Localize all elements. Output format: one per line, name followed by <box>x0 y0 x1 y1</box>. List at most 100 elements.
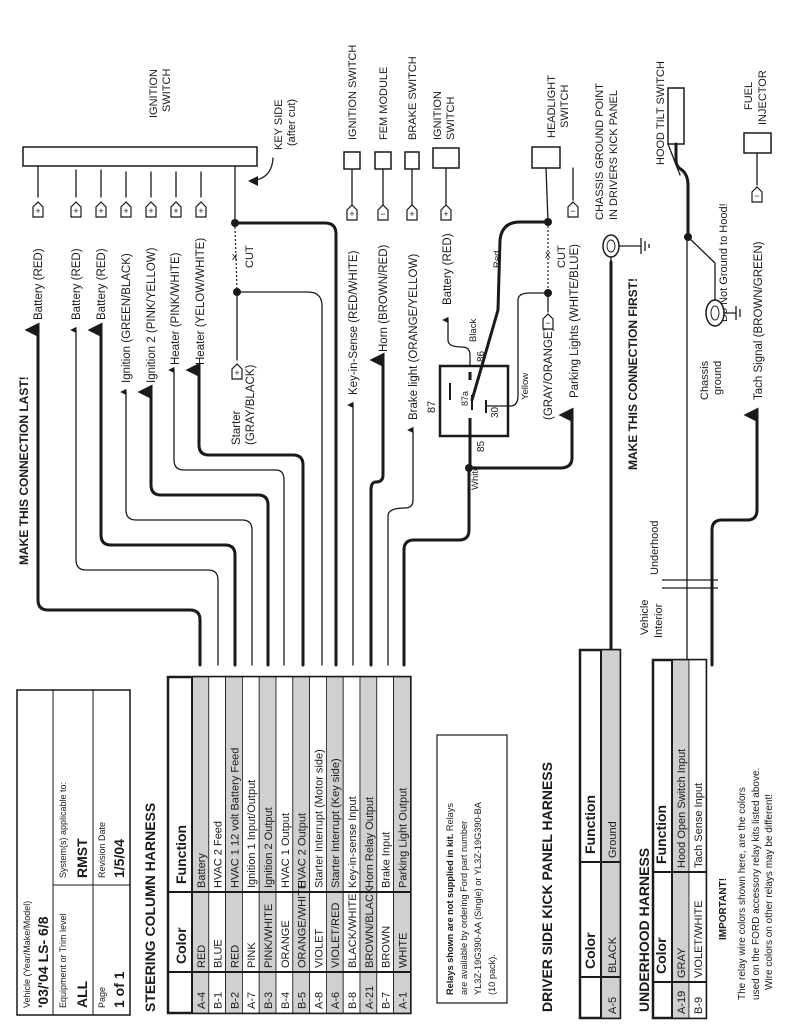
relay-wires <box>442 220 574 470</box>
cell-pin: A-5 <box>607 997 619 1014</box>
svg-text:+: + <box>123 206 128 216</box>
plus-connector-icon: + <box>346 204 358 221</box>
relay-note-line-4: (10 pack). <box>487 954 497 995</box>
cell-color: BLUE <box>213 939 225 968</box>
chassis-ground-point-label-1: CHASSIS GROUND POINT <box>594 83 606 220</box>
svg-text:+: + <box>198 206 203 216</box>
gray-orange-label: (GRAY/ORANGE) <box>543 327 555 420</box>
cut-mark-2: x <box>545 249 551 261</box>
cell-pin: A-6 <box>330 992 342 1009</box>
svg-text:+: + <box>409 209 414 219</box>
cell-function: Brake Input <box>381 832 393 888</box>
important-line-3: Wire colors on other relays may be diffe… <box>764 794 775 990</box>
do-not-ground-label: Do Not Ground to Hood! <box>718 203 730 322</box>
cell-color: ORANGE <box>280 920 292 968</box>
table-row: A-19 GRAY Hood Open Switch Input <box>671 659 690 1019</box>
cell-function: Ignition 1 Input/Output <box>246 780 258 888</box>
hood-tilt-switch-label: HOOD TILT SWITCH <box>655 61 667 165</box>
fuel-injector-box <box>743 132 772 154</box>
minus-connector-icon: − <box>377 204 389 221</box>
relay-wire-white: White <box>470 466 481 490</box>
relay-note-line-1: Relays shown are not supplied in kit. Re… <box>445 803 455 995</box>
cell-function: Parking Light Output <box>397 788 409 888</box>
systems-label: System(s) applicable to: <box>58 782 68 878</box>
cell-function: HVAC 2 Output <box>297 813 309 888</box>
steering-harness-title: STEERING COLUMN HARNESS <box>142 803 158 1012</box>
table-header-color: Color <box>173 927 189 964</box>
cell-pin: B-5 <box>297 992 309 1009</box>
cell-pin: A-19 <box>676 991 688 1014</box>
svg-text:+: + <box>35 206 40 216</box>
key-side-sublabel: (after cut) <box>286 99 298 146</box>
cell-color: RED <box>196 945 208 968</box>
cell-pin: A-7 <box>246 992 258 1009</box>
make-connection-last: MAKE THIS CONNECTION LAST! <box>17 376 31 565</box>
page-value: 1 of 1 <box>111 971 127 1008</box>
ignition-switch-3-label-2: SWITCH <box>445 97 457 140</box>
cell-pin: B-4 <box>280 992 292 1009</box>
cell-color: GRAY <box>676 947 688 978</box>
wire-label-battery-3: Battery (RED) <box>96 248 108 320</box>
cell-color: VIOLET/RED <box>330 903 342 968</box>
cell-function: Hood Open Switch Input <box>676 749 688 868</box>
revision-value: 1/5/04 <box>111 839 127 878</box>
svg-text:+: + <box>443 209 448 219</box>
cell-pin: B-2 <box>229 992 241 1009</box>
cell-color: PINK <box>246 942 258 968</box>
svg-text:+: + <box>98 206 103 216</box>
important-line-2: used on the FORD accessory relay kits li… <box>751 768 762 1000</box>
cut-line <box>234 226 238 291</box>
revision-label: Revision Date <box>97 822 107 878</box>
wire-label-battery-1: Battery (RED) <box>33 248 45 320</box>
cell-function: HVAC 2 Feed <box>213 821 225 888</box>
ignition-switch-label-2: SWITCH <box>161 69 173 112</box>
info-block <box>16 689 131 1016</box>
fuel-injector-label-1: FUEL <box>743 82 755 110</box>
plus-connector-icon: + <box>170 201 182 218</box>
wire-label-battery-2: Battery (RED) <box>71 248 83 320</box>
fuel-injector-label-2: INJECTOR <box>757 70 769 125</box>
steering-harness-wires <box>24 221 471 667</box>
wire-label-ignition-2: Ignition 2 (PINK/YELLOW) <box>146 247 158 383</box>
cell-pin: B-3 <box>263 992 275 1009</box>
systems-value: RMST <box>74 838 90 878</box>
ignition-switch-label: IGNITION SWITCH <box>347 45 359 140</box>
cell-color: RED <box>229 945 241 968</box>
relay-box <box>438 364 510 438</box>
ignition-switch-pins <box>37 165 236 224</box>
vehicle-interior-label-2: Interior <box>653 603 665 638</box>
cell-pin: B-7 <box>381 992 393 1009</box>
svg-text:−: − <box>754 191 759 201</box>
plus-connector-icon: + <box>440 204 452 221</box>
headlight-switch-label-2: SWITCH <box>559 85 571 128</box>
cut-label-2: CUT <box>556 245 568 268</box>
table-header-color: Color <box>653 937 669 974</box>
cell-pin: A-4 <box>196 992 208 1009</box>
cell-function: HVAC 1 12 volt Battery Feed <box>229 748 241 888</box>
relay-wire-red: Red <box>492 251 503 268</box>
fem-module-box <box>374 151 392 170</box>
svg-text:+: + <box>234 368 239 378</box>
cell-color: VIOLET <box>313 929 325 968</box>
headlight-switch-box <box>531 146 561 169</box>
ground-symbol-icon <box>640 238 650 254</box>
relay-pin-85: 85 <box>476 440 487 452</box>
relay-pin-30: 30 <box>490 406 501 418</box>
minus-connector-icon: − <box>751 186 763 203</box>
splice-dot <box>544 289 552 297</box>
tach-signal-label: Tach Signal (BROWN/GREEN) <box>753 241 765 400</box>
cell-color: PINK/WHITE <box>263 904 275 968</box>
svg-text:−: − <box>545 318 550 328</box>
kick-panel-harness-title: DRIVER SIDE KICK PANEL HARNESS <box>539 762 555 1012</box>
cell-color: BLACK <box>607 936 619 973</box>
underhood-harness-title: UNDERHOOD HARNESS <box>636 848 652 1012</box>
vehicle-label: Vehicle (Year/Make/Model) <box>22 901 32 1008</box>
